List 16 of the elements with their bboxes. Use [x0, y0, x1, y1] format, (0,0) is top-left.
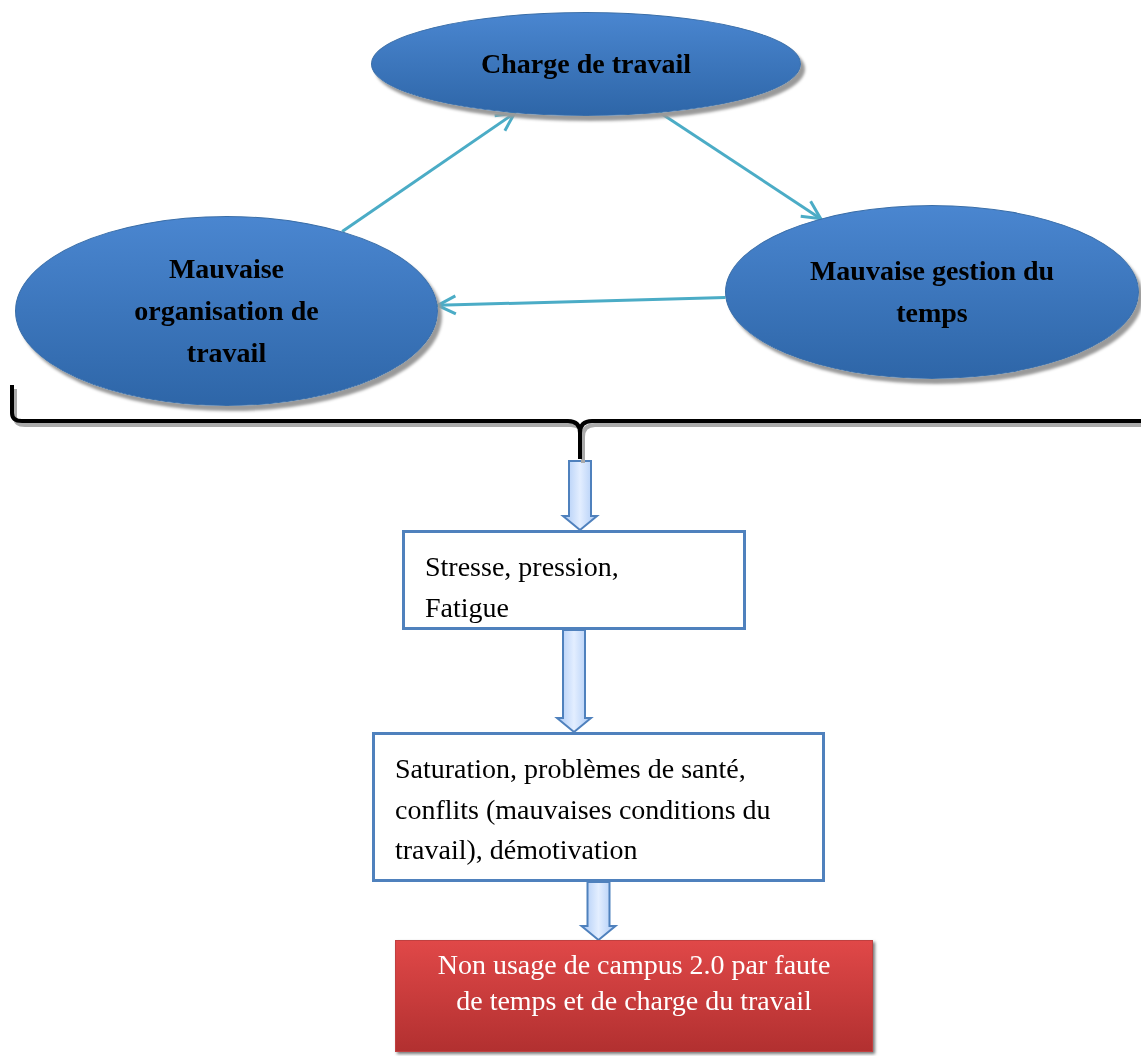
arrow [436, 294, 726, 316]
node-label: Charge de travail [481, 47, 691, 81]
result-box [395, 940, 873, 1052]
box-text: Stresse, pression, Fatigue [425, 550, 620, 625]
arrow [341, 111, 517, 233]
box-text: Non usage de campus 2.0 par faute de temps et de charge du travail [436, 948, 832, 1019]
node-label: Mauvaise organisation de travail [133, 252, 320, 370]
process-box [372, 732, 825, 882]
process-box [402, 530, 746, 630]
box-text: Saturation, problèmes de santé, conflits (mauvaises conditions du travail), démotivation [395, 752, 772, 868]
block-arrow [578, 881, 619, 942]
arrow [659, 111, 823, 221]
block-arrow [560, 460, 600, 532]
brace-drawing [8, 385, 1141, 461]
node-label: Mauvaise gestion du temps [808, 254, 1056, 330]
block-arrow [554, 629, 594, 734]
